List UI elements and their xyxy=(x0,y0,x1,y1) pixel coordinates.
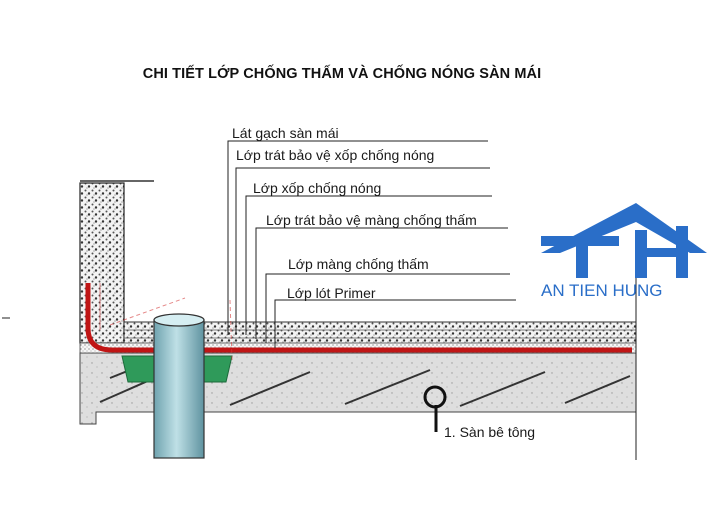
layer-label-primer: Lớp lót Primer xyxy=(287,285,376,301)
layer-label-insulation-foam: Lớp xốp chống nóng xyxy=(253,180,381,196)
edge-lines xyxy=(2,268,637,460)
waterproof-membrane xyxy=(85,283,632,353)
slab-label: 1. Sàn bê tông xyxy=(444,424,535,440)
diagram-title: CHI TIẾT LỚP CHỐNG THẤM VÀ CHỐNG NÓNG SÀ… xyxy=(142,66,542,82)
drain-pipe xyxy=(153,313,205,459)
layer-label-membrane: Lớp màng chống thấm xyxy=(288,256,429,272)
leader-lines xyxy=(227,140,516,348)
guide-lines xyxy=(109,297,233,361)
layer-label-membrane-screed: Lớp trát bảo vệ màng chống thấm xyxy=(266,212,477,228)
layer-label-tile: Lát gạch sàn mái xyxy=(232,125,339,141)
parapet-wall xyxy=(79,180,154,344)
company-logo: AN TIEN HUNG xyxy=(541,203,707,300)
house-roof-icon xyxy=(541,203,707,278)
logo-text: AN TIEN HUNG xyxy=(541,281,663,300)
slab-callout: 1. Sàn bê tông xyxy=(423,385,535,440)
layer-label-insulation-screed: Lớp trát bảo vệ xốp chống nóng xyxy=(236,147,434,163)
